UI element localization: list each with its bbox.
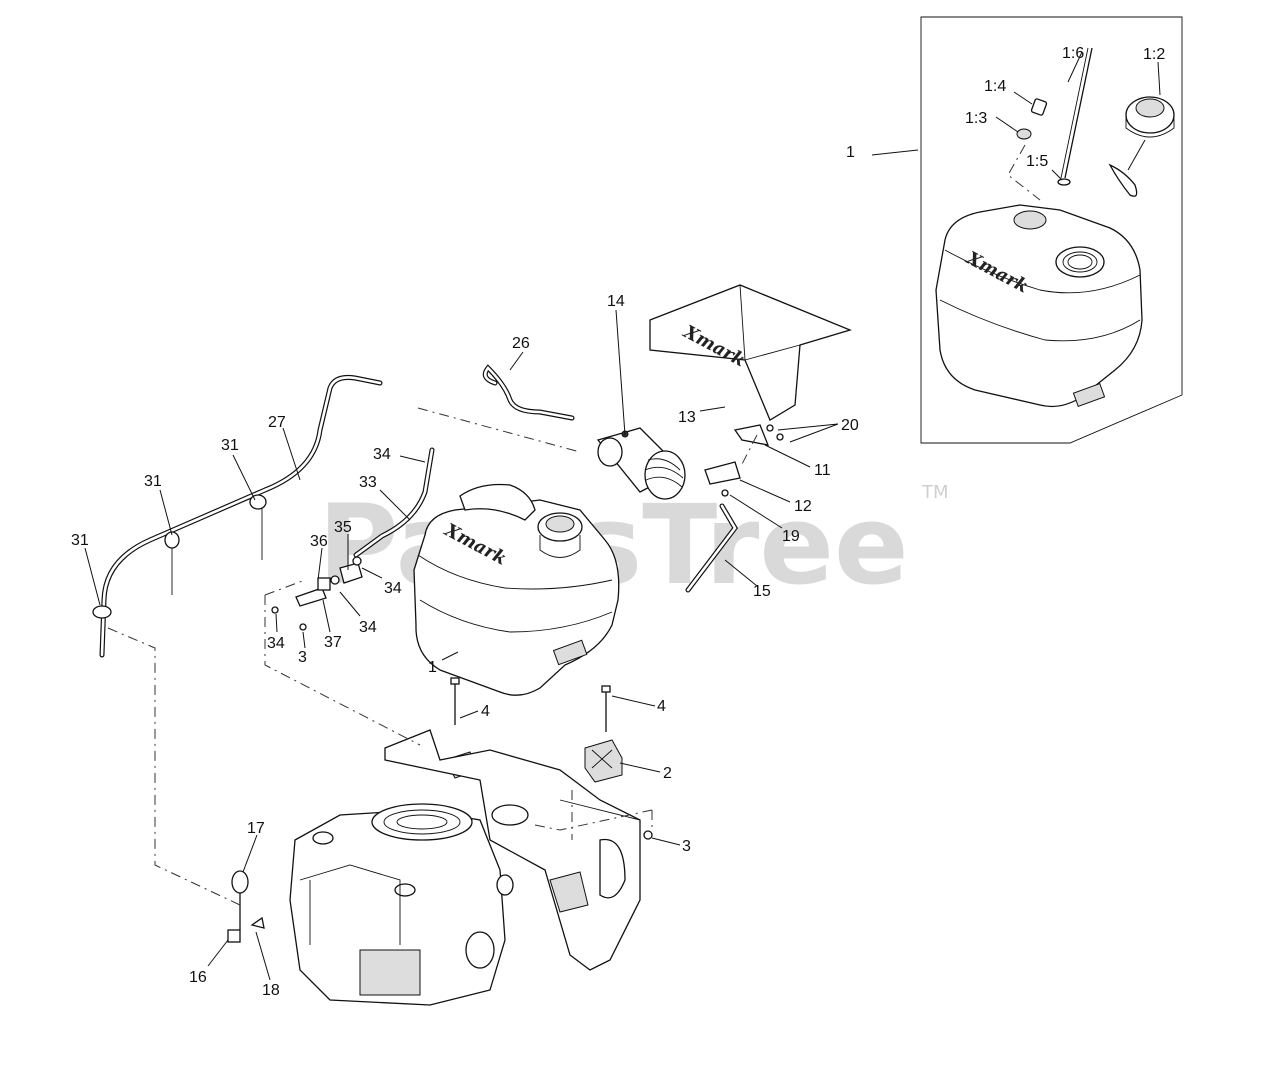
vent-hose-15[interactable] [685, 503, 739, 593]
callout-1-6: 1:6 [1062, 45, 1084, 62]
callout-13: 13 [678, 409, 696, 426]
tank-assembly-inset[interactable]: Xmark [871, 16, 1183, 444]
fuel-line-27[interactable] [99, 375, 383, 658]
canister-bracket-part[interactable]: Xmark [649, 284, 852, 421]
leader-lines [84, 309, 839, 981]
vent-hose-26[interactable] [482, 364, 575, 421]
callout-1-2: 1:2 [1143, 46, 1165, 63]
callout-36: 36 [310, 533, 328, 550]
fuel-hose-33[interactable] [353, 447, 435, 558]
fuel-tank-part[interactable]: Xmark [413, 483, 620, 696]
callout-1-3: 1:3 [965, 110, 987, 127]
callout-15: 15 [753, 583, 771, 600]
callout-34-d: 34 [267, 635, 285, 652]
callout-37: 37 [324, 634, 342, 651]
hose-clamp-18[interactable] [250, 916, 265, 929]
callout-1-main: 1 [428, 659, 437, 676]
callout-3-b: 3 [682, 838, 691, 855]
callout-1-5: 1:5 [1026, 153, 1048, 170]
callout-14: 14 [607, 293, 625, 310]
callout-31-a: 31 [144, 473, 162, 490]
mount-bolt-4a[interactable] [450, 677, 460, 725]
nut-3[interactable] [643, 830, 653, 840]
carbon-canister-part[interactable] [596, 427, 686, 500]
callout-3-a: 3 [298, 649, 307, 666]
inset-fuel-tank [935, 204, 1143, 408]
callout-1-inset: 1 [846, 144, 855, 161]
vent-fitting-part[interactable] [1030, 98, 1048, 116]
clamp-bracket-11[interactable] [733, 424, 784, 446]
fuel-filter-17[interactable] [231, 870, 249, 930]
callout-4-a: 4 [481, 703, 490, 720]
watermark-trademark: TM [921, 482, 949, 503]
fuel-cap-part[interactable] [1125, 96, 1175, 138]
callout-31-b: 31 [221, 437, 239, 454]
engine-part[interactable] [289, 803, 514, 1006]
callout-4-b: 4 [657, 698, 666, 715]
callout-16: 16 [189, 969, 207, 986]
callout-12: 12 [794, 498, 812, 515]
cap-gasket-part[interactable] [1108, 163, 1138, 197]
mount-bolt-4b[interactable] [601, 685, 611, 732]
callout-labels: 1 1:2 1:6 1:4 1:3 1:5 26 14 13 20 11 12 … [71, 45, 1165, 999]
callout-34-a: 34 [373, 446, 391, 463]
grommet-part[interactable] [1057, 178, 1071, 186]
callout-34-c: 34 [359, 619, 377, 636]
callout-20: 20 [841, 417, 859, 434]
callout-34-b: 34 [384, 580, 402, 597]
hose-clamp-31[interactable] [92, 494, 267, 619]
gauge-rod-part[interactable] [1064, 47, 1093, 179]
watermark: PartsTree TM [318, 481, 949, 609]
callout-17: 17 [247, 820, 265, 837]
fuel-shutoff-valve[interactable] [271, 556, 363, 631]
frame-mount-plate[interactable] [384, 729, 641, 971]
assembly-guide-lines [107, 407, 758, 906]
callout-27: 27 [268, 414, 286, 431]
callout-11: 11 [814, 462, 831, 479]
callout-31-c: 31 [71, 532, 89, 549]
callout-2: 2 [663, 765, 672, 782]
fuel-fitting-16[interactable] [227, 929, 241, 943]
callout-33: 33 [359, 474, 377, 491]
callout-18: 18 [262, 982, 280, 999]
bushing-part[interactable] [1016, 128, 1032, 140]
callout-1-4: 1:4 [984, 78, 1006, 95]
clamp-bracket-12[interactable] [704, 461, 741, 497]
callout-26: 26 [512, 335, 530, 352]
callout-35: 35 [334, 519, 352, 536]
callout-19: 19 [782, 528, 800, 545]
